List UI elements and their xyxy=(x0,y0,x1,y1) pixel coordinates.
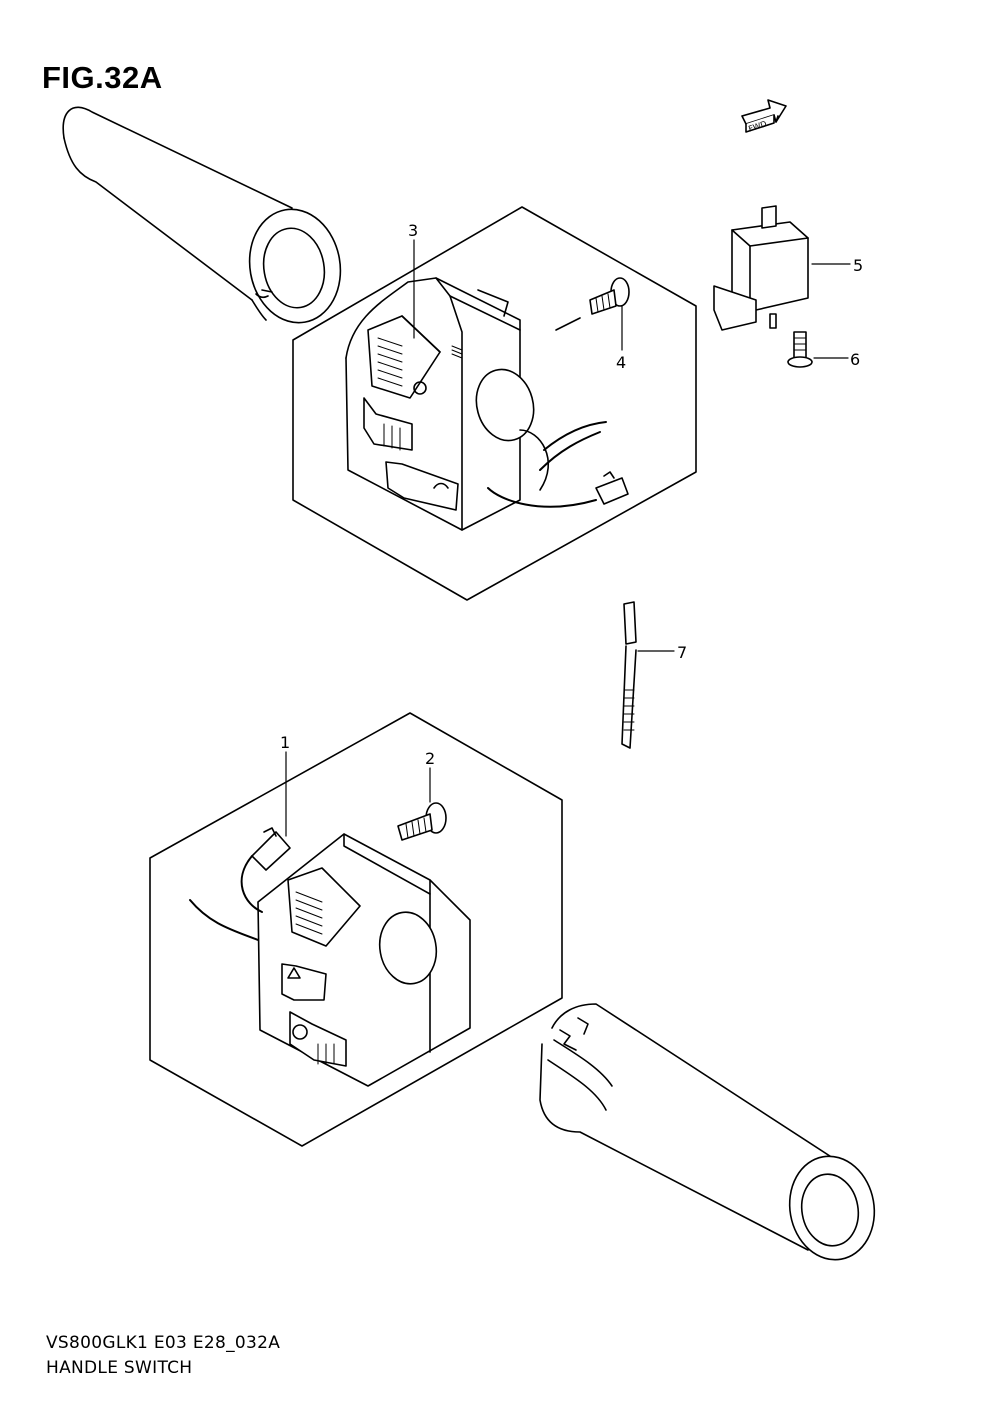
forward-arrow-icon: FWD xyxy=(741,99,787,134)
callout-7: 7 xyxy=(677,643,687,662)
assembly-box-1 xyxy=(149,712,563,1147)
screw-2 xyxy=(397,767,447,841)
callout-2: 2 xyxy=(425,749,435,768)
cable-tie-7 xyxy=(621,601,675,749)
diagram-name: HANDLE SWITCH xyxy=(46,1358,193,1378)
left-handle-switch xyxy=(189,827,471,1087)
screw-4 xyxy=(555,277,630,351)
figure-title: FIG.32A xyxy=(42,60,163,95)
diagram-code: VS800GLK1 E03 E28_032A xyxy=(46,1333,281,1353)
callout-4: 4 xyxy=(616,353,626,372)
clutch-switch xyxy=(713,205,851,331)
left-grip xyxy=(62,106,342,324)
right-handle-switch xyxy=(345,277,629,531)
callout-6: 6 xyxy=(850,350,860,369)
screw-6 xyxy=(787,331,849,368)
assembly-box-3 xyxy=(292,206,697,601)
callout-5: 5 xyxy=(853,256,863,275)
callout-1: 1 xyxy=(280,733,290,752)
callout-3: 3 xyxy=(408,221,418,240)
throttle-grip xyxy=(539,1003,876,1261)
